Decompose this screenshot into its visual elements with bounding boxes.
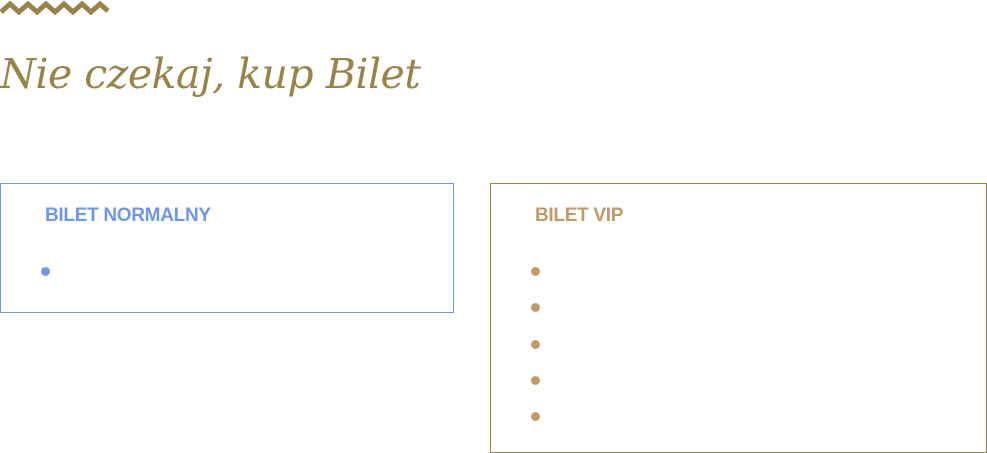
ticket-card-normal: BILET NORMALNY (0, 183, 454, 313)
page-title: Nie czekaj, kup Bilet (0, 50, 421, 98)
bullet-icon (531, 339, 540, 349)
bullet-icon (41, 267, 50, 276)
ticket-card-vip: BILET VIP (490, 183, 987, 453)
bullet-icon (531, 303, 540, 313)
bullet-icon (531, 375, 540, 385)
ticket-title: BILET VIP (535, 205, 624, 226)
bullet-icon (531, 267, 540, 276)
zigzag-icon (0, 0, 110, 16)
bullet-icon (531, 412, 540, 422)
ticket-title: BILET NORMALNY (45, 205, 211, 226)
